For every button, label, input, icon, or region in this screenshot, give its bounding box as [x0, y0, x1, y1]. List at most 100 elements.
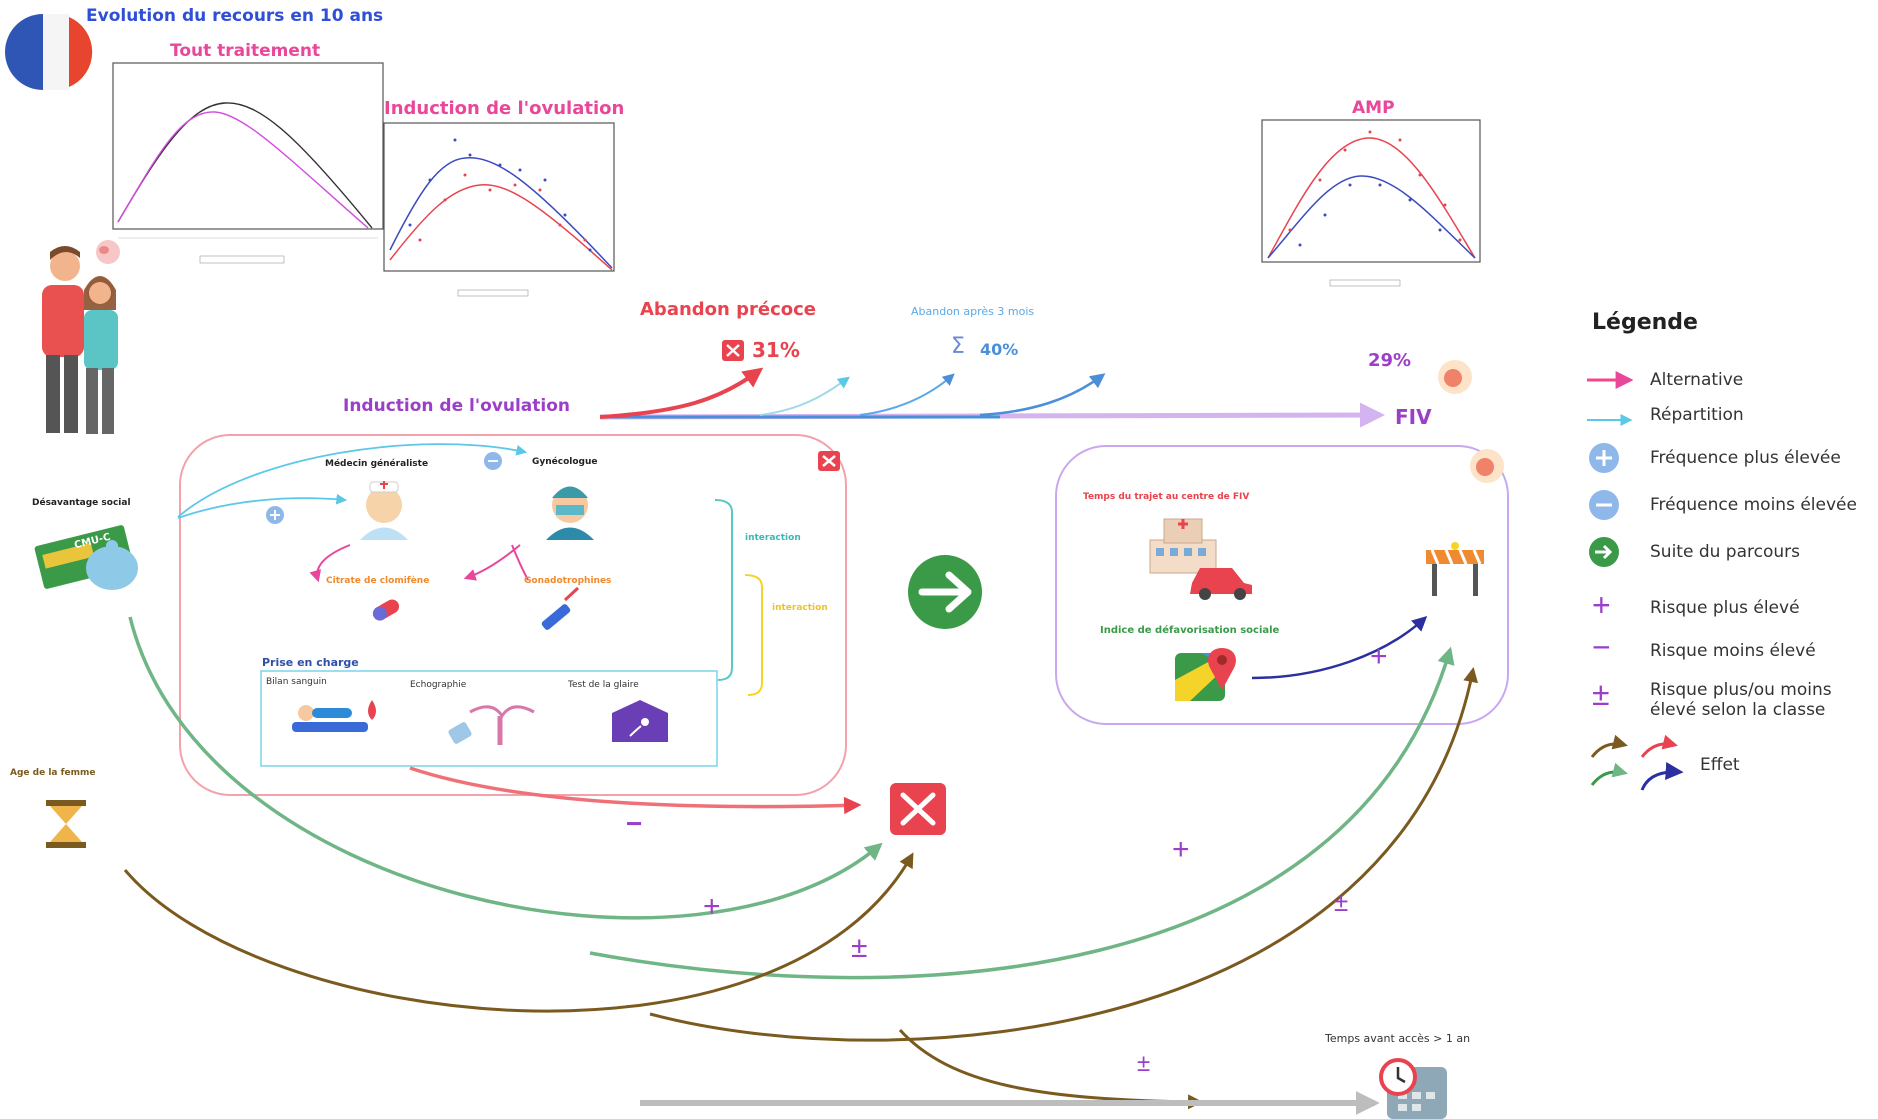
clock-calendar-icon — [1379, 1058, 1447, 1119]
sign-plus-green-left: + — [703, 890, 721, 923]
age-label: Age de la femme — [10, 768, 96, 778]
hourglass-icon — [46, 800, 86, 848]
flow-early-abandon-arrow — [599, 367, 764, 419]
legend-label-risk-low: Risque moins élevé — [1650, 641, 1816, 661]
prise-en-charge-title: Prise en charge — [262, 656, 359, 669]
induction-flow-label: Induction de l'ovulation — [343, 396, 570, 416]
blood-test-icon — [292, 700, 376, 732]
box-close-icon — [818, 451, 840, 471]
legend-title: Légende — [1592, 310, 1698, 335]
sperm-test-icon — [612, 700, 668, 742]
social-to-gyn-arrow — [177, 443, 528, 518]
early-abandon-x-icon — [722, 340, 744, 361]
abandon-3m-label: Abandon après 3 mois — [911, 305, 1035, 318]
embryo-icon-box — [1470, 449, 1504, 483]
chart1-title: Tout traitement — [170, 41, 321, 61]
bilan-label: Bilan sanguin — [266, 677, 327, 687]
echo-label: Echographie — [410, 680, 467, 690]
suite-parcours-icon — [908, 555, 982, 629]
travel-time-label: Temps du trajet au centre de FIV — [1083, 492, 1250, 502]
sign-plusminus-brown-right: ± — [1334, 887, 1349, 917]
legend-minus-circle-icon — [1589, 490, 1619, 520]
flow-3m-arrow-2 — [859, 373, 955, 416]
interaction-bracket-blue — [714, 499, 733, 681]
pill-icon — [372, 599, 400, 621]
legend-label-risk-high: Risque plus élevé — [1650, 598, 1800, 618]
legend-label-risk-class: Risque plus/ou moins élevé selon la clas… — [1650, 680, 1832, 720]
legend-plus-circle-icon — [1589, 443, 1619, 473]
gp-label: Médecin généraliste — [325, 459, 429, 469]
legend-plusminus-symbol: ± — [1592, 676, 1610, 712]
sign-plusminus-time: ± — [1137, 1050, 1151, 1077]
fiv-label: FIV — [1395, 405, 1432, 429]
main-title: Evolution du recours en 10 ans — [86, 6, 384, 26]
fiv-access-box — [1055, 445, 1509, 725]
chart-amp — [1261, 119, 1481, 287]
time-access-label: Temps avant accès > 1 an — [1325, 1032, 1471, 1045]
maps-icon — [1175, 648, 1236, 701]
prise-to-abandon-arrow — [409, 766, 862, 815]
cmu-card-icon — [34, 525, 138, 590]
social-to-gp-arrow — [177, 493, 348, 519]
chart2-title: Induction de l'ovulation — [384, 98, 625, 119]
age-brown-arc-to-x — [123, 852, 914, 1013]
alternative-arrow-3 — [511, 544, 529, 581]
fiv-pct: 29% — [1368, 350, 1412, 371]
legend-suite-icon — [1589, 537, 1619, 567]
alternative-arrow-2 — [463, 544, 521, 581]
early-abandon-pct: 31% — [752, 338, 800, 362]
legend-label-freq-high: Fréquence plus élevée — [1650, 448, 1841, 468]
age-brown-arc-to-time — [898, 1028, 1203, 1110]
flow-3m-arrow-1 — [759, 376, 850, 416]
legend-plus-symbol: + — [1592, 587, 1611, 623]
glaire-label: Test de la glaire — [568, 680, 639, 690]
alternative-arrow-1 — [309, 544, 351, 583]
sigma-icon: Σ — [951, 334, 965, 359]
roadblock-icon — [1426, 542, 1484, 596]
legend-label-alternative: Alternative — [1650, 370, 1744, 390]
legend-label-suite: Suite du parcours — [1650, 542, 1800, 562]
clomid-label: Citrate de clomifène — [326, 576, 430, 586]
gyn-label: Gynécologue — [532, 457, 598, 467]
social-disadvantage-label: Désavantage social — [32, 498, 131, 508]
abandon-x-icon — [890, 783, 946, 835]
gonado-label: Gonadotrophines — [524, 576, 612, 586]
france-flag-icon — [5, 14, 94, 90]
sign-plus-deprivation: + — [1370, 640, 1388, 673]
sign-plus-green-right: + — [1172, 833, 1190, 866]
early-abandon-label: Abandon précoce — [640, 299, 816, 320]
social-green-arc-to-x — [128, 616, 883, 920]
hospital-icon — [1149, 518, 1217, 574]
depriv-to-roadblock-arrow — [1251, 615, 1428, 680]
couple-icon — [42, 240, 120, 434]
chart-induction-ovulation — [383, 122, 615, 297]
legend-effect-arrows — [1590, 734, 1684, 791]
deprivation-index-label: Indice de défavorisation sociale — [1100, 625, 1280, 636]
sign-minus-prise: − — [626, 808, 643, 839]
age-brown-arc-to-fiv — [649, 667, 1479, 1042]
legend-label-effect: Effet — [1700, 755, 1740, 775]
legend-label-repartition: Répartition — [1650, 405, 1744, 425]
social-green-arc-to-fiv — [589, 646, 1455, 980]
prise-en-charge-box — [260, 670, 718, 767]
gynecologist-icon — [546, 486, 594, 540]
legend-minus-symbol: − — [1592, 629, 1611, 665]
ultrasound-uterus-icon — [448, 705, 535, 745]
interaction-label-2: interaction — [772, 603, 828, 613]
car-icon — [1190, 568, 1252, 600]
freq-plus-circle — [266, 506, 284, 524]
abandon-3m-pct: 40% — [980, 340, 1019, 359]
legend-label-freq-low: Fréquence moins élevée — [1650, 495, 1857, 515]
syringe-icon — [541, 586, 580, 630]
treatment-box — [179, 434, 847, 796]
chart3-title: AMP — [1352, 98, 1395, 118]
chart-tout-traitement — [112, 62, 384, 264]
freq-minus-circle — [484, 452, 502, 470]
embryo-icon-flow — [1438, 360, 1472, 394]
sign-plusminus-brown-left: ± — [851, 931, 868, 964]
gp-doctor-icon — [360, 481, 408, 540]
interaction-label-1: interaction — [745, 533, 801, 543]
flow-3m-arrow-3 — [979, 373, 1106, 417]
interaction-bracket-yellow — [744, 574, 763, 696]
